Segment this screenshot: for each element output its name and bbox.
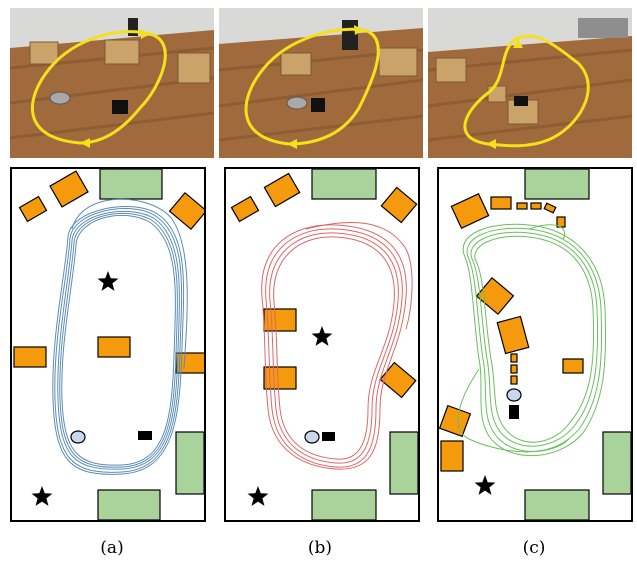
box <box>450 192 490 230</box>
caption-a: (a) <box>100 538 124 558</box>
bucket <box>70 430 86 444</box>
map-c <box>437 167 633 522</box>
path-arrow-c <box>463 34 590 148</box>
table <box>175 431 204 495</box>
box <box>543 202 557 214</box>
box <box>230 195 260 223</box>
photo-b <box>219 8 423 158</box>
box <box>562 358 584 374</box>
box <box>475 276 515 316</box>
table <box>389 431 418 495</box>
box <box>263 308 297 332</box>
star-icon <box>31 486 53 506</box>
bin <box>509 405 519 419</box>
trajectory-c <box>457 223 607 457</box>
star-icon <box>474 475 496 495</box>
table <box>99 169 163 200</box>
caption-b: (b) <box>307 538 333 558</box>
box <box>530 202 542 210</box>
box <box>510 364 518 374</box>
table <box>311 169 377 200</box>
photo-c <box>428 8 632 158</box>
star-icon <box>311 326 333 346</box>
map-b <box>224 167 420 522</box>
box <box>379 361 417 399</box>
box <box>18 195 48 223</box>
table <box>97 489 161 520</box>
bin <box>138 431 152 440</box>
photo-a <box>10 8 214 158</box>
caption-c: (c) <box>522 538 546 558</box>
box <box>97 336 131 358</box>
box <box>263 172 301 208</box>
table <box>602 431 631 495</box>
box <box>510 375 518 385</box>
box <box>380 186 418 224</box>
box <box>440 440 464 472</box>
box <box>490 196 512 210</box>
box <box>510 353 518 363</box>
box <box>439 404 472 438</box>
box <box>13 346 47 368</box>
bin <box>322 432 335 441</box>
box <box>49 170 89 208</box>
star-icon <box>97 271 119 291</box>
trajectory-a <box>52 198 188 475</box>
box <box>516 202 528 210</box>
box <box>168 191 204 231</box>
star-icon <box>247 486 269 506</box>
box <box>263 366 297 390</box>
box <box>496 315 530 355</box>
map-a <box>10 167 206 522</box>
table <box>524 489 590 520</box>
table <box>311 489 377 520</box>
bucket <box>304 430 320 444</box>
bucket <box>506 388 522 402</box>
trajectory-b <box>261 222 413 470</box>
table <box>524 169 590 200</box>
